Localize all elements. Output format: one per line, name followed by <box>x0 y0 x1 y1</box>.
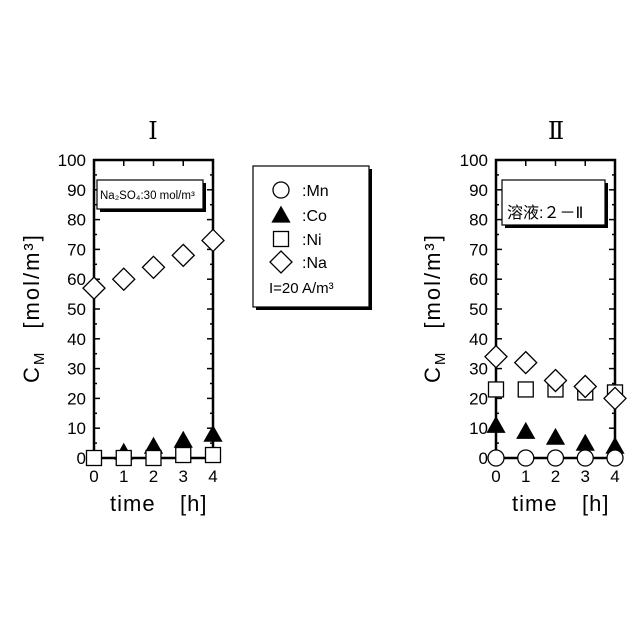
legend-label-na: :Na <box>302 255 327 272</box>
mn-point <box>488 450 504 466</box>
y-axis-unit: [mol/m³] <box>19 233 44 328</box>
y-tick-label: 30 <box>67 360 86 379</box>
y-tick-label: 90 <box>469 181 488 200</box>
ni-point <box>87 451 102 466</box>
y-tick-label: 20 <box>469 389 488 408</box>
mn-point <box>607 450 623 466</box>
condition-inset: Na₂SO₄:30 mol/m³ <box>97 180 206 212</box>
legend: :Mn :Co :Ni :Na I=20 A/m³ <box>253 166 372 310</box>
inset-label: 溶液:２－Ⅱ <box>507 204 583 222</box>
legend-label-mn: :Mn <box>302 183 329 200</box>
y-tick-label: 10 <box>469 419 488 438</box>
y-tick-label: 100 <box>58 151 86 170</box>
x-tick-label: 4 <box>610 467 619 486</box>
ni-point <box>489 382 504 397</box>
y-tick-label: 90 <box>67 181 86 200</box>
y-tick-label: 80 <box>67 211 86 230</box>
x-tick-label: 4 <box>208 467 217 486</box>
x-tick-label: 2 <box>149 467 158 486</box>
y-axis-symbol: C <box>19 365 44 383</box>
y-tick-label: 40 <box>67 330 86 349</box>
mn-point <box>548 450 564 466</box>
ni-point <box>206 448 221 463</box>
y-tick-label: 60 <box>67 270 86 289</box>
x-tick-label: 0 <box>491 467 500 486</box>
x-axis-label: time <box>110 491 156 516</box>
legend-label-ni: :Ni <box>302 232 322 249</box>
y-tick-label: 100 <box>460 151 488 170</box>
y-tick-label: 70 <box>469 240 488 259</box>
x-tick-label: 3 <box>179 467 188 486</box>
y-tick-label: 60 <box>469 270 488 289</box>
mn-point <box>577 450 593 466</box>
y-tick-label: 20 <box>67 389 86 408</box>
y-axis-symbol: C <box>420 365 445 383</box>
chart-title: Ⅱ <box>548 119 564 145</box>
mn-point <box>518 450 534 466</box>
y-tick-label: 50 <box>67 300 86 319</box>
x-tick-label: 2 <box>551 467 560 486</box>
x-axis-label: time <box>512 491 558 516</box>
y-tick-label: 10 <box>67 419 86 438</box>
ni-point <box>146 451 161 466</box>
y-tick-label: 30 <box>469 360 488 379</box>
ni-point <box>176 448 191 463</box>
ni-point <box>116 451 131 466</box>
legend-marker-circle <box>273 182 289 198</box>
y-tick-label: 70 <box>67 240 86 259</box>
legend-note: I=20 A/m³ <box>269 280 334 297</box>
condition-inset: 溶液:２－Ⅱ <box>502 180 608 228</box>
y-tick-label: 0 <box>479 449 488 468</box>
x-axis-unit: [h] <box>582 491 609 516</box>
x-tick-label: 3 <box>581 467 590 486</box>
ni-point <box>518 382 533 397</box>
y-axis-unit: [mol/m³] <box>420 233 445 328</box>
legend-marker-square <box>274 232 289 247</box>
chart-title: Ⅰ <box>148 119 157 145</box>
legend-label-co: :Co <box>302 208 327 225</box>
y-axis-subscript: M <box>432 351 449 366</box>
x-tick-label: 1 <box>119 467 128 486</box>
y-axis-subscript: M <box>31 351 48 366</box>
x-axis-unit: [h] <box>180 491 207 516</box>
y-tick-label: 80 <box>469 211 488 230</box>
y-tick-label: 0 <box>77 449 86 468</box>
y-tick-label: 50 <box>469 300 488 319</box>
y-tick-label: 40 <box>469 330 488 349</box>
x-tick-label: 0 <box>89 467 98 486</box>
inset-label: Na₂SO₄:30 mol/m³ <box>100 190 195 202</box>
x-tick-label: 1 <box>521 467 530 486</box>
